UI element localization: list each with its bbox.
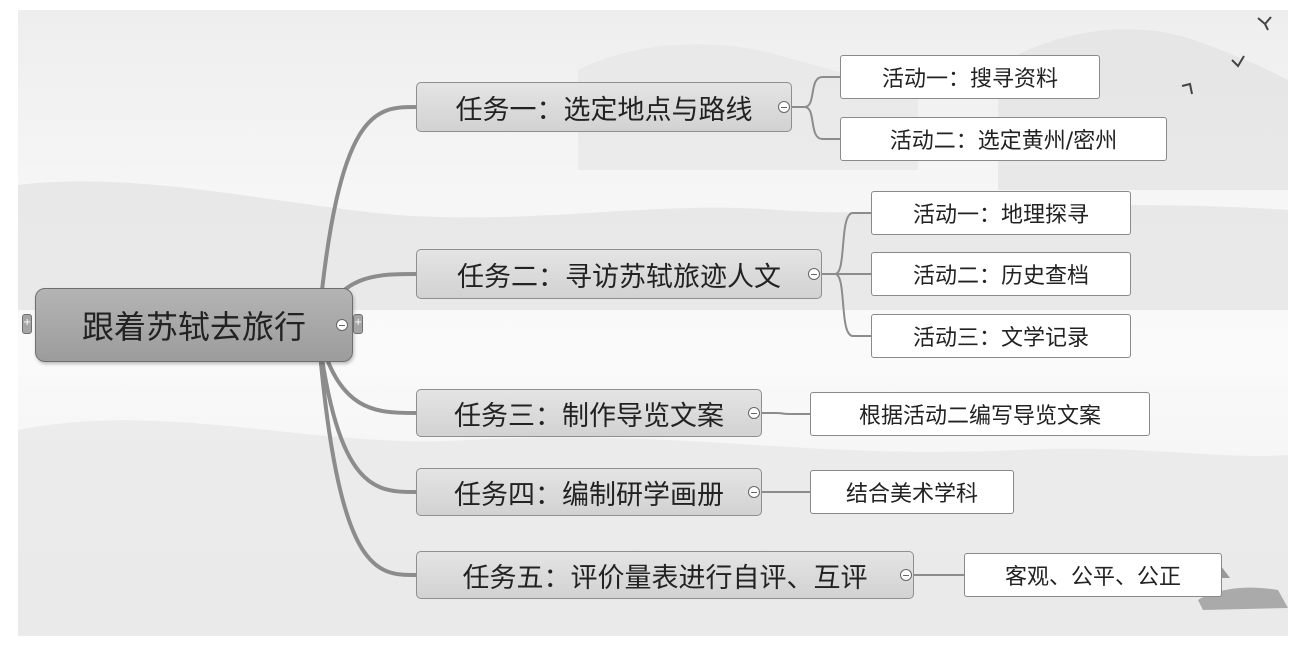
task-node-label: 任务二：寻访苏轼旅迹人文: [457, 261, 781, 293]
collapse-toggle-task-1[interactable]: [778, 101, 790, 113]
activity-label: 客观、公平、公正: [1004, 565, 1181, 590]
activity-label: 活动一：搜寻资料: [881, 67, 1058, 92]
activity-node[interactable]: 根据活动二编写导览文案: [810, 392, 1150, 436]
activity-node[interactable]: 客观、公平、公正: [964, 553, 1222, 597]
activity-node[interactable]: 结合美术学科: [810, 470, 1014, 514]
bird-icon: [1181, 82, 1193, 95]
connector-line: [820, 212, 871, 275]
task-node-2[interactable]: 任务二：寻访苏轼旅迹人文: [416, 249, 822, 299]
activity-node[interactable]: 活动三：文学记录: [871, 314, 1131, 358]
task-node-1[interactable]: 任务一：选定地点与路线: [416, 82, 792, 132]
collapse-toggle-root[interactable]: [336, 319, 348, 331]
activity-label: 根据活动二编写导览文案: [858, 404, 1101, 429]
connector-line: [316, 329, 417, 577]
task-node-5[interactable]: 任务五：评价量表进行自评、互评: [416, 551, 914, 599]
activity-node[interactable]: 活动二：历史查档: [871, 252, 1131, 296]
task-node-label: 任务五：评价量表进行自评、互评: [462, 562, 868, 594]
collapse-toggle-task-2[interactable]: [808, 268, 820, 280]
activity-node[interactable]: 活动一：地理探寻: [871, 191, 1131, 235]
activity-label: 活动三：文学记录: [912, 326, 1089, 351]
task-node-label: 任务三：制作导览文案: [454, 400, 724, 432]
root-node[interactable]: 跟着苏轼去旅行: [35, 288, 353, 362]
connector-lines: [316, 76, 964, 577]
task-node-label: 任务四：编制研学画册: [454, 479, 724, 511]
collapse-toggle-task-3[interactable]: [748, 407, 760, 419]
task-node-label: 任务一：选定地点与路线: [455, 94, 753, 126]
task-node-4[interactable]: 任务四：编制研学画册: [416, 468, 762, 516]
bird-icon: [1231, 55, 1245, 68]
activity-label: 活动一：地理探寻: [912, 203, 1089, 228]
collapse-toggle-task-4[interactable]: [748, 486, 760, 498]
connector-line: [820, 273, 871, 337]
expand-right-handle[interactable]: +: [353, 314, 363, 334]
bird-icon: [1257, 16, 1272, 31]
activity-label: 结合美术学科: [845, 482, 978, 507]
connector-line: [316, 105, 417, 331]
connector-line: [316, 329, 417, 494]
activity-label: 活动二：历史查档: [912, 264, 1089, 289]
activity-label: 活动二：选定黄州/密州: [889, 129, 1118, 154]
activity-node[interactable]: 活动一：搜寻资料: [840, 55, 1100, 99]
root-node-label: 跟着苏轼去旅行: [81, 308, 306, 346]
expand-left-handle[interactable]: +: [22, 314, 32, 334]
activity-node[interactable]: 活动二：选定黄州/密州: [840, 117, 1167, 161]
mind-map-canvas: + 跟着苏轼去旅行 + 任务一：选定地点与路线 任务二：寻访苏轼旅迹人文 任务三…: [18, 10, 1288, 636]
connector-line: [760, 412, 810, 415]
collapse-toggle-task-5[interactable]: [900, 569, 912, 581]
connector-line: [790, 106, 840, 140]
connector-line: [790, 76, 840, 108]
task-node-3[interactable]: 任务三：制作导览文案: [416, 389, 762, 437]
